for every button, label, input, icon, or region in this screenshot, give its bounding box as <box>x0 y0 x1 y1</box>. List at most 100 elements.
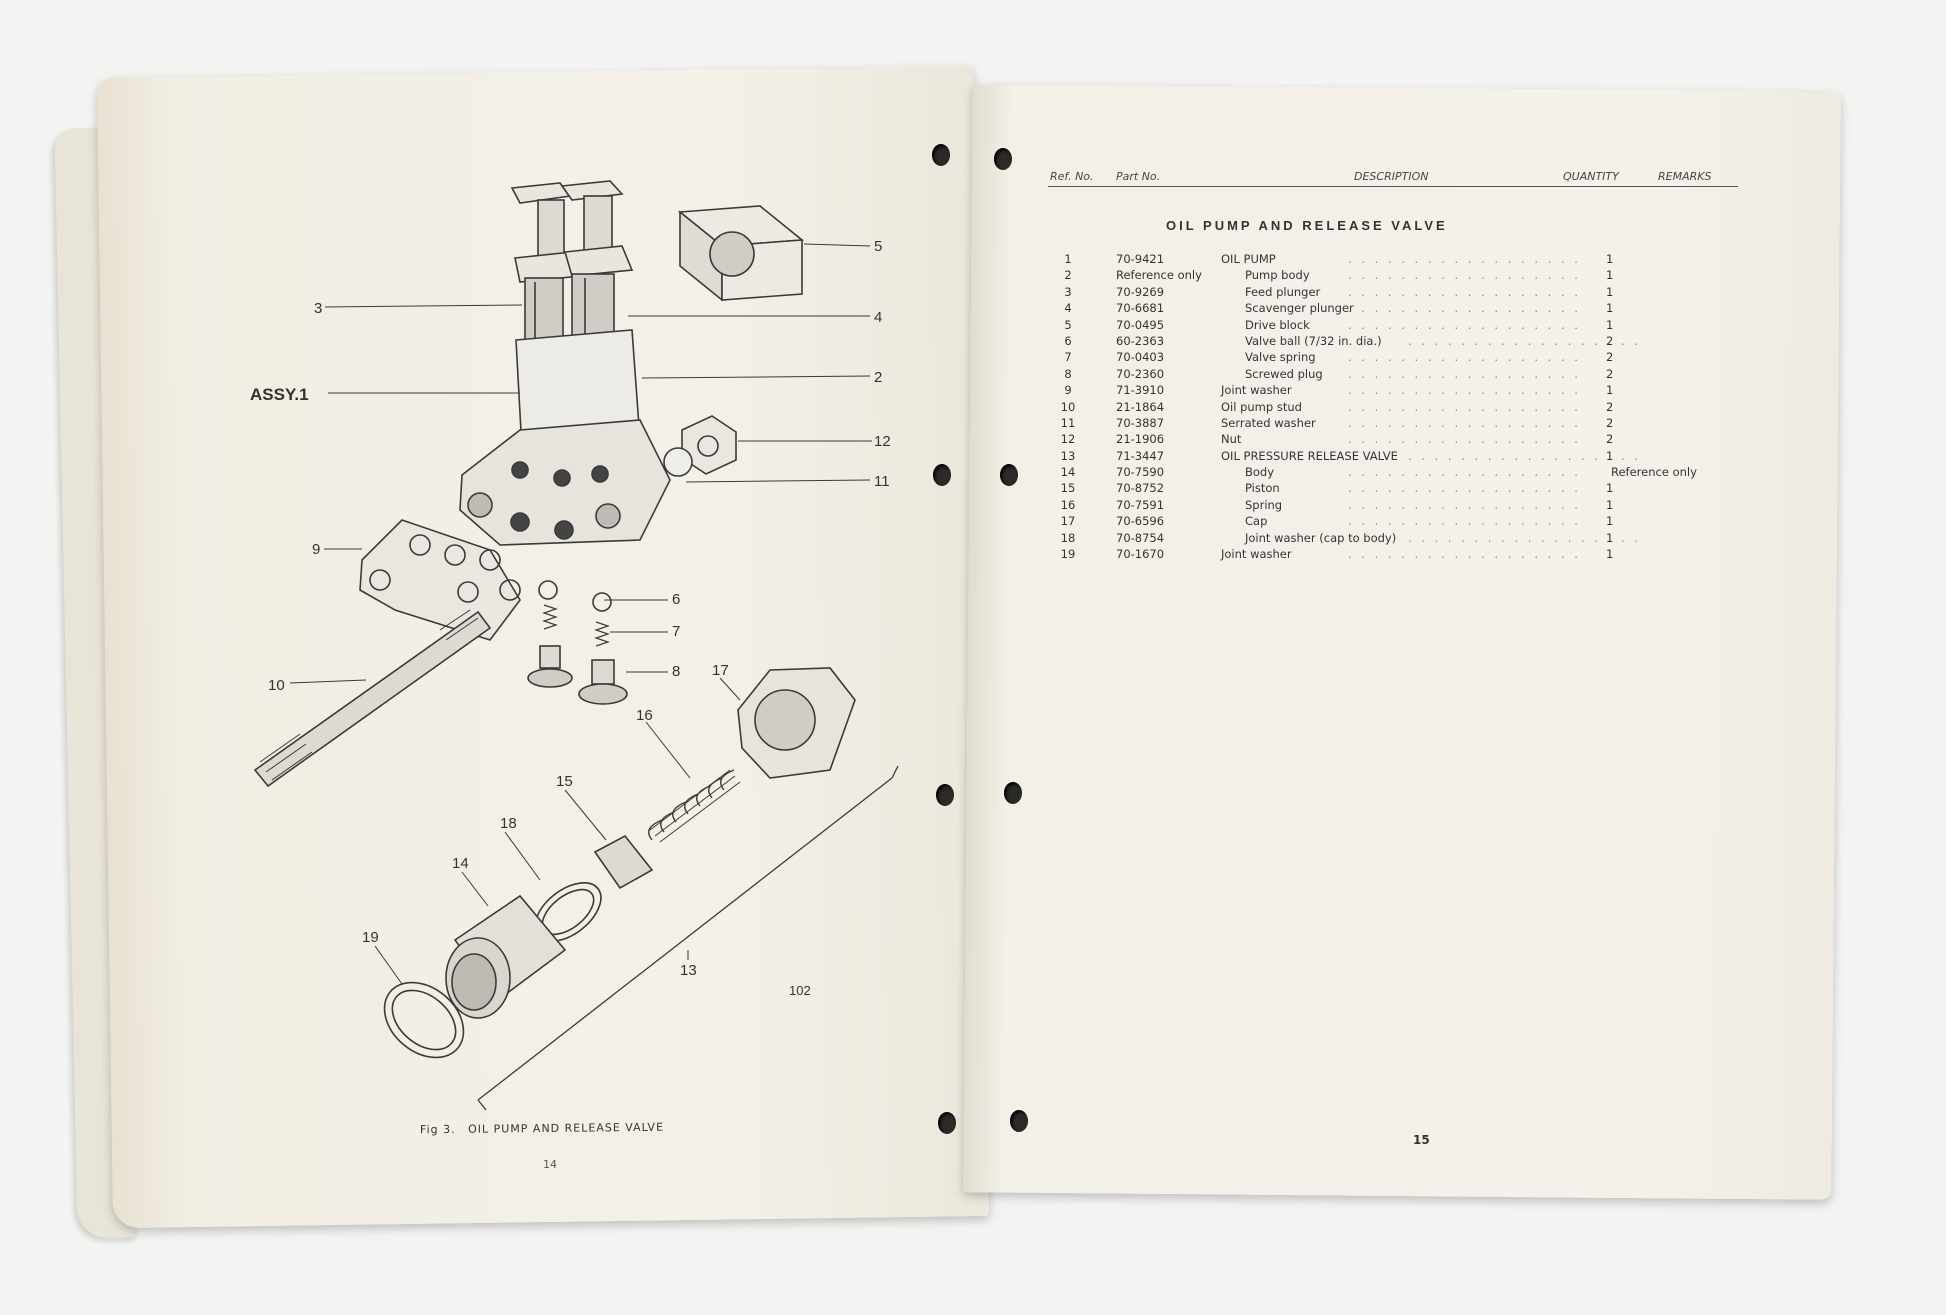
description-cell: Valve ball (7/32 in. dia.) <box>1245 333 1382 348</box>
leader-dots: . . . . . . . . . . . . . . . . . . . . … <box>1348 268 1588 283</box>
quantity-cell: 2 <box>1606 415 1614 430</box>
part-number-cell: 70-0403 <box>1116 350 1165 365</box>
leader-dots: . . . . . . . . . . . . . . . . . . . . … <box>1348 399 1588 414</box>
remarks-cell: Reference only <box>1611 465 1697 480</box>
ref-cell: 18 <box>1060 530 1076 545</box>
callout-13: 13 <box>680 962 697 979</box>
callout-17: 17 <box>712 662 729 679</box>
part-number-cell: 60-2363 <box>1116 333 1165 348</box>
callout-7: 7 <box>672 623 680 640</box>
callout-3: 3 <box>314 300 322 317</box>
part-number-cell: 70-7591 <box>1116 497 1165 512</box>
part-number-cell: 21-1906 <box>1116 432 1165 447</box>
part-number-cell: 70-2360 <box>1116 366 1165 381</box>
part-number-cell: 70-6681 <box>1116 301 1165 316</box>
description-cell: Spring <box>1245 497 1283 512</box>
description-cell: Oil pump stud <box>1221 399 1302 414</box>
binding-hole <box>938 1112 956 1134</box>
part-number-cell: 70-0495 <box>1116 317 1165 332</box>
ref-cell: 7 <box>1064 350 1072 365</box>
header-remarks: REMARKS <box>1658 170 1712 183</box>
page-number-left: 14 <box>543 1158 557 1171</box>
table-row: 18 70-8754 Joint washer (cap to body) . . .… <box>1048 531 1738 547</box>
part-number-cell: 71-3447 <box>1116 448 1165 463</box>
description-cell: Valve spring <box>1245 350 1316 365</box>
ref-cell: 3 <box>1064 284 1072 299</box>
ref-cell: 8 <box>1064 366 1072 381</box>
description-cell: Joint washer <box>1221 547 1292 562</box>
figure-title: OIL PUMP AND RELEASE VALVE <box>467 1120 665 1136</box>
ref-cell: 19 <box>1060 547 1076 562</box>
leader-dots: . . . . . . . . . . . . . . . . . . . . … <box>1348 350 1588 365</box>
description-cell: Joint washer <box>1221 383 1292 398</box>
part-number-cell: 21-1864 <box>1116 399 1165 414</box>
figure-caption: Fig 3. OIL PUMP AND RELEASE VALVE <box>420 1121 664 1137</box>
quantity-cell: 1 <box>1606 514 1614 529</box>
callout-18: 18 <box>500 815 517 832</box>
ref-cell: 17 <box>1060 514 1076 529</box>
quantity-cell: 1 <box>1606 317 1614 332</box>
header-quantity: QUANTITY <box>1563 170 1619 183</box>
quantity-cell: 1 <box>1606 448 1614 463</box>
description-cell: Body <box>1245 465 1275 480</box>
quantity-cell: 1 <box>1606 547 1614 562</box>
leader-dots: . . . . . . . . . . . . . . . . . . . . … <box>1348 252 1588 266</box>
ref-cell: 14 <box>1060 465 1076 480</box>
ref-cell: 13 <box>1060 448 1076 463</box>
callout-11: 11 <box>874 473 890 490</box>
description-cell: Screwed plug <box>1245 366 1323 381</box>
callout-12: 12 <box>874 433 891 450</box>
ref-cell: 12 <box>1060 432 1076 447</box>
ref-cell: 2 <box>1064 268 1072 283</box>
quantity-cell: 1 <box>1606 301 1614 316</box>
description-cell: Joint washer (cap to body) <box>1245 530 1397 545</box>
description-cell: Pump body <box>1245 268 1310 283</box>
leader-dots: . . . . . . . . . . . . . . . . . . . . … <box>1408 530 1648 545</box>
ref-cell: 6 <box>1064 333 1072 348</box>
quantity-cell: 2 <box>1606 366 1614 381</box>
callout-9: 9 <box>312 541 320 558</box>
quantity-cell: 1 <box>1606 383 1614 398</box>
part-number-cell: 70-9269 <box>1116 284 1165 299</box>
quantity-cell: 2 <box>1606 399 1614 414</box>
leader-dots: . . . . . . . . . . . . . . . . . . . . … <box>1408 333 1648 348</box>
callout-15: 15 <box>556 773 573 790</box>
callout-5: 5 <box>874 238 882 255</box>
figure-number: Fig 3. <box>419 1122 456 1137</box>
ref-cell: 9 <box>1064 383 1072 398</box>
binding-hole <box>1010 1110 1028 1132</box>
section-title: OIL PUMP AND RELEASE VALVE <box>1166 218 1448 233</box>
ref-cell: 11 <box>1060 415 1076 430</box>
leader-dots: . . . . . . . . . . . . . . . . . . . . … <box>1348 465 1588 480</box>
table-row: 14 70-7590 Body . . . . . . . . . . . . . .… <box>1048 465 1738 481</box>
callout-10: 10 <box>268 677 285 694</box>
parts-table-header: Ref. No. Part No. DESCRIPTION QUANTITY R… <box>1048 168 1738 187</box>
callout-6: 6 <box>672 591 680 608</box>
description-cell: OIL PUMP <box>1221 252 1276 266</box>
part-number-cell: 70-6596 <box>1116 514 1165 529</box>
header-ref: Ref. No. <box>1050 170 1094 183</box>
binding-hole <box>1000 464 1018 486</box>
ref-cell: 5 <box>1064 317 1072 332</box>
leader-dots: . . . . . . . . . . . . . . . . . . . . … <box>1348 415 1588 430</box>
leader-dots: . . . . . . . . . . . . . . . . . . . . … <box>1348 514 1588 529</box>
binding-hole <box>994 148 1012 170</box>
binding-hole <box>932 144 950 166</box>
binding-hole <box>936 784 954 806</box>
part-number-cell: 70-1670 <box>1116 547 1165 562</box>
part-number-cell: 70-8754 <box>1116 530 1165 545</box>
leader-dots: . . . . . . . . . . . . . . . . . . . . … <box>1348 284 1588 299</box>
callout-14: 14 <box>452 855 469 872</box>
binding-hole <box>933 464 951 486</box>
description-cell: Scavenger plunger <box>1245 301 1354 316</box>
quantity-cell: 1 <box>1606 530 1614 545</box>
callout-2: 2 <box>874 369 882 386</box>
part-number-cell: 70-7590 <box>1116 465 1165 480</box>
